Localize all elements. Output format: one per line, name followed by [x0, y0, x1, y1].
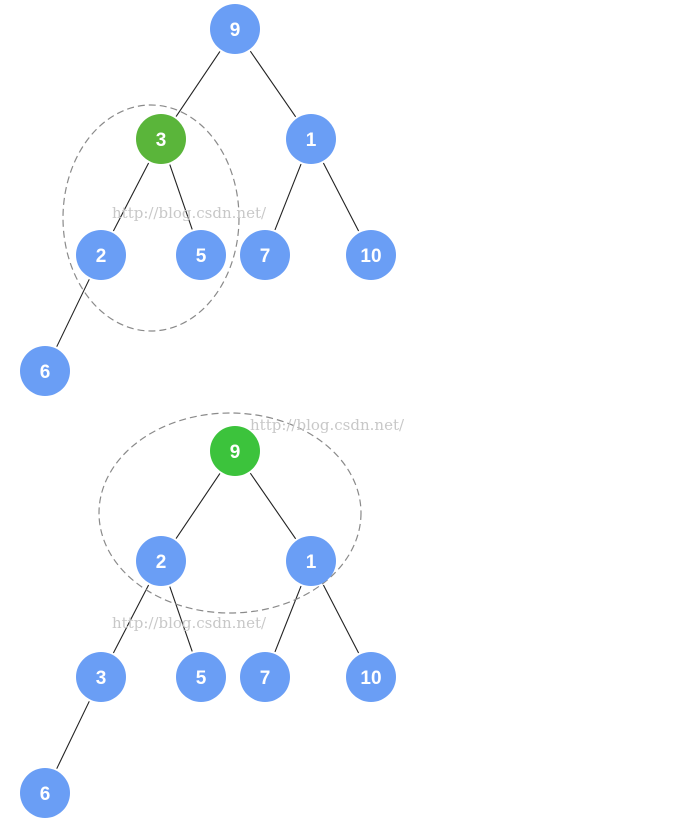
- node-circle: [136, 114, 186, 164]
- node-label: 7: [260, 668, 271, 689]
- rings-layer: [62, 104, 362, 614]
- tree-edge: [175, 51, 221, 117]
- subtree-highlight-ring: [98, 412, 362, 614]
- node-label: 3: [156, 130, 167, 151]
- tree-node: 7: [240, 230, 290, 280]
- tree-edge: [322, 162, 360, 232]
- node-label: 10: [360, 668, 381, 689]
- tree-node: 5: [176, 230, 226, 280]
- node-circle: [76, 230, 126, 280]
- tree-node: 10: [346, 652, 396, 702]
- node-label: 1: [306, 552, 317, 573]
- nodes-layer: 9 3 1 2 5 7 10 6 9 2 1 3 5 7 10 6: [20, 4, 396, 818]
- tree-node: 1: [286, 114, 336, 164]
- node-circle: [346, 652, 396, 702]
- tree-edge: [169, 164, 193, 230]
- node-label: 10: [360, 246, 381, 267]
- tree-edge: [169, 586, 193, 652]
- watermark-text-3: http://blog.csdn.net/: [112, 614, 267, 632]
- node-circle: [20, 768, 70, 818]
- node-label: 2: [96, 246, 107, 267]
- tree-node: 5: [176, 652, 226, 702]
- node-circle: [210, 426, 260, 476]
- node-circle: [176, 652, 226, 702]
- tree-node: 7: [240, 652, 290, 702]
- tree-node: 2: [136, 536, 186, 586]
- tree-node: 6: [20, 346, 70, 396]
- tree-node: 9: [210, 4, 260, 54]
- tree-edge: [175, 473, 221, 539]
- tree-edge: [249, 50, 297, 118]
- node-label: 1: [306, 130, 317, 151]
- node-label: 3: [96, 668, 107, 689]
- tree-edge: [56, 701, 90, 769]
- tree-edge: [112, 584, 150, 654]
- node-circle: [240, 652, 290, 702]
- tree-edge: [274, 585, 302, 653]
- node-label: 7: [260, 246, 271, 267]
- tree-node: 3: [76, 652, 126, 702]
- node-label: 2: [156, 552, 167, 573]
- node-circle: [76, 652, 126, 702]
- node-label: 5: [196, 246, 207, 267]
- node-circle: [240, 230, 290, 280]
- tree-node: 1: [286, 536, 336, 586]
- tree-node: 6: [20, 768, 70, 818]
- tree-edge: [322, 584, 360, 654]
- tree-node-highlighted: 3: [136, 114, 186, 164]
- node-circle: [346, 230, 396, 280]
- watermark-layer: http://blog.csdn.net/ http://blog.csdn.n…: [112, 204, 405, 632]
- node-label: 6: [40, 362, 51, 383]
- node-circle: [20, 346, 70, 396]
- tree-node: 2: [76, 230, 126, 280]
- tree-edge: [112, 162, 150, 232]
- node-circle: [286, 114, 336, 164]
- node-circle: [136, 536, 186, 586]
- node-label: 9: [230, 442, 241, 463]
- tree-edge: [274, 163, 302, 231]
- node-label: 5: [196, 668, 207, 689]
- watermark-text-1: http://blog.csdn.net/: [112, 204, 267, 222]
- node-circle: [176, 230, 226, 280]
- watermark-text-2: http://blog.csdn.net/: [250, 416, 405, 434]
- tree-node: 10: [346, 230, 396, 280]
- tree-edge: [56, 279, 90, 347]
- edges-layer: [56, 50, 360, 769]
- node-label: 9: [230, 20, 241, 41]
- subtree-highlight-ring: [62, 104, 240, 332]
- node-label: 6: [40, 784, 51, 805]
- tree-node-highlighted: 9: [210, 426, 260, 476]
- node-circle: [210, 4, 260, 54]
- node-circle: [286, 536, 336, 586]
- tree-edge: [249, 472, 297, 540]
